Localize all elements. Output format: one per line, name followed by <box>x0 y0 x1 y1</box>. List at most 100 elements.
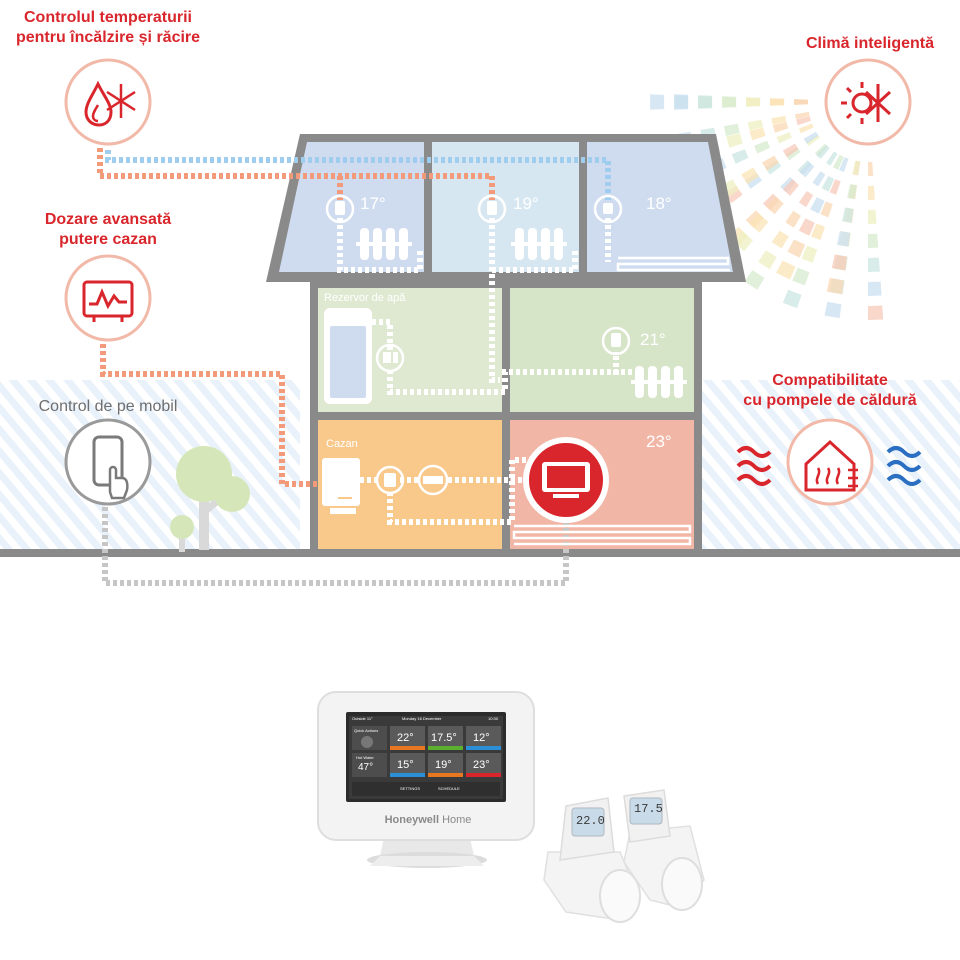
temp-ground-right: 23° <box>646 432 672 451</box>
sun-ray-segment <box>782 143 799 158</box>
temp-attic-right: 18° <box>646 194 672 213</box>
boiler-icon <box>322 458 360 514</box>
sun-ray-segment <box>820 201 833 218</box>
screen-schedule: SCHEDULE <box>438 786 460 791</box>
attic-room-right <box>587 142 733 272</box>
sun-ray-segment <box>787 239 806 258</box>
sun-ray-segment <box>741 167 759 185</box>
trv-device-left <box>543 797 641 923</box>
sun-ray-segment <box>847 184 857 200</box>
trv-icon-attic-left <box>325 194 355 224</box>
heat-pump-label-line2: cu pompele de căldură <box>743 392 917 409</box>
boiler-dosing-icon <box>64 254 152 342</box>
heat-pump-label-line1: Compatibilitate <box>772 372 888 389</box>
sun-ray-segment <box>731 149 749 164</box>
sun-ray-segment <box>868 305 884 320</box>
modulation-icon-boiler <box>417 464 449 496</box>
sun-ray-segment <box>810 223 825 241</box>
heat-pump-icon <box>786 418 874 506</box>
brand-name: Honeywell <box>384 814 439 826</box>
sun-ray-segment <box>801 245 818 263</box>
sun-ray-segment <box>782 179 799 196</box>
screen-clock: 10:30 <box>488 716 499 721</box>
sun-ray-segment <box>749 127 766 141</box>
blue-cooling-line <box>105 150 611 200</box>
radiator-attic-left <box>356 228 412 260</box>
screen-zone-2: 17.5° <box>431 732 457 744</box>
orange-heating-line <box>97 148 495 200</box>
sun-ray-segment <box>762 155 779 171</box>
screen-zone-3: 12° <box>473 732 490 744</box>
sensor-icon-attic-right <box>593 194 623 224</box>
sun-ray-segment <box>770 98 785 106</box>
sun-ray-segment <box>810 197 825 214</box>
brand-suffix: Home <box>442 814 472 826</box>
temp-control-label-line2: pentru încălzire și răcire <box>15 29 201 46</box>
sun-ray-segment <box>776 132 792 144</box>
sun-ray-segment <box>744 270 765 290</box>
sun-ray-segment <box>868 281 882 296</box>
sun-ray-segment <box>674 94 689 110</box>
temp-control-icon <box>64 58 152 146</box>
heat-waves-icon <box>736 446 772 486</box>
sun-ray-segment <box>868 209 877 224</box>
sun-ray-segment <box>798 123 814 134</box>
smart-climate-label: Climă inteligentă <box>805 35 935 52</box>
sun-ray-segment <box>831 254 848 271</box>
screen-zone-5: 19° <box>435 759 452 771</box>
water-tank-icon <box>324 308 372 404</box>
sun-ray-segment <box>747 119 763 131</box>
underfloor-heating-attic <box>616 256 730 272</box>
trv-icon-mid-right <box>601 326 631 356</box>
relay-icon-tank <box>375 343 405 373</box>
boiler-dosing-label-line2: putere cazan <box>59 231 157 248</box>
sun-ray-segment <box>746 97 761 107</box>
sun-ray-segment <box>868 257 880 272</box>
house <box>266 134 746 550</box>
temp-control-label: Controlul temperaturii pentru încălzire … <box>0 8 216 48</box>
sun-ray-segment <box>826 151 838 166</box>
sun-ray-segment <box>812 171 826 187</box>
sun-ray-segment <box>722 96 737 108</box>
radiator-mid-right <box>631 366 687 398</box>
sun-ray-segment <box>832 154 844 170</box>
sun-ray-segment <box>766 196 784 215</box>
temp-mid-right: 21° <box>640 330 666 349</box>
screen-zone-1: 22° <box>397 732 414 744</box>
screen-zone-6: 23° <box>473 759 490 771</box>
sun-ray-segment <box>771 115 787 125</box>
boiler-dosing-label: Dozare avansată putere cazan <box>20 210 196 250</box>
sun-ray-segment <box>785 210 801 228</box>
temp-attic-middle: 19° <box>513 194 539 213</box>
sun-ray-segment <box>803 131 819 144</box>
sun-ray-segment <box>792 267 810 286</box>
sun-ray-segment <box>749 213 769 233</box>
heat-pump-label: Compatibilitate cu pompele de căldură <box>720 371 940 411</box>
sun-ray-segment <box>724 123 740 137</box>
sun-ray-segment <box>796 116 811 126</box>
sun-ray-segment <box>794 99 808 105</box>
trv-icon-attic-middle <box>477 194 507 224</box>
screen-hot-water-value: 47° <box>358 762 374 773</box>
screen-date: Monday 16 December <box>402 716 442 721</box>
temp-control-label-line1: Controlul temperaturii <box>23 9 192 26</box>
trv-display-right: 17.5 <box>634 802 663 816</box>
screen-settings: SETTINGS <box>400 786 421 791</box>
evohome-controller <box>317 691 535 868</box>
sun-ray-segment <box>754 140 771 154</box>
sun-ray-segment <box>836 231 851 247</box>
sun-ray-segment <box>726 133 743 148</box>
sun-ray-segment <box>826 277 844 295</box>
sun-ray-segment <box>772 121 789 133</box>
sun-ray-segment <box>782 289 802 309</box>
trv-device-right <box>623 789 705 911</box>
sun-ray-segment <box>650 94 665 110</box>
white-loop-attic-mid <box>489 218 500 383</box>
controller-icon <box>523 437 609 523</box>
white-loop-mid-right <box>613 356 632 375</box>
sun-ray-segment <box>798 218 815 236</box>
screen-status-left: Outside 11° <box>352 716 373 721</box>
brand-logo: Honeywell Home <box>368 814 488 826</box>
sun-ray-segment <box>868 185 875 200</box>
